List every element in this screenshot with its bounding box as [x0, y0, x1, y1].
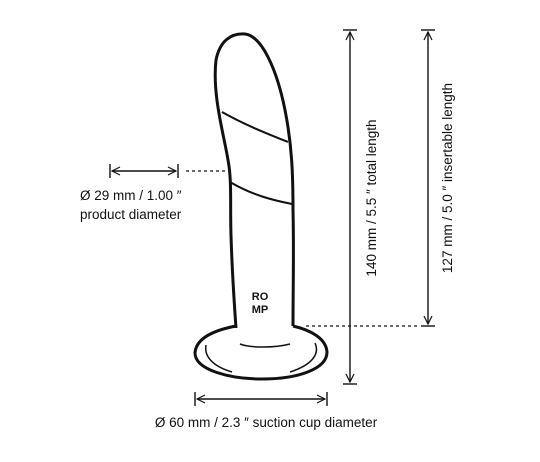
- total-length-indicator: 140 mm / 5.5 ″ total length: [343, 29, 379, 385]
- brand-logo-line2: MP: [252, 304, 269, 316]
- suction-cup-diameter-label: Ø 60 mm / 2.3 ″ suction cup diameter: [155, 415, 378, 430]
- shaft-band-lower: [229, 181, 293, 205]
- product-diameter-indicator: Ø 29 mm / 1.00 ″ product diameter: [80, 164, 232, 222]
- insertable-length-indicator: 127 mm / 5.0 ″ insertable length: [306, 29, 455, 327]
- suction-cup-inner-right: [289, 342, 318, 373]
- product-outline: [193, 32, 329, 381]
- product-diameter-value: Ø 29 mm / 1.00 ″: [80, 188, 182, 203]
- product-shaft: [213, 32, 295, 329]
- brand-logo: RO MP: [252, 291, 269, 316]
- brand-logo-line1: RO: [252, 291, 269, 303]
- suction-cup-rim: [239, 343, 291, 348]
- product-diameter-caption: product diameter: [80, 207, 182, 222]
- suction-cup-inner-left: [204, 344, 233, 373]
- insertable-length-label: 127 mm / 5.0 ″ insertable length: [440, 83, 455, 273]
- total-length-label: 140 mm / 5.5 ″ total length: [364, 119, 379, 276]
- suction-cup-base: [193, 324, 329, 381]
- shaft-band-upper: [221, 111, 289, 143]
- suction-cup-diameter-indicator: Ø 60 mm / 2.3 ″ suction cup diameter: [155, 392, 378, 430]
